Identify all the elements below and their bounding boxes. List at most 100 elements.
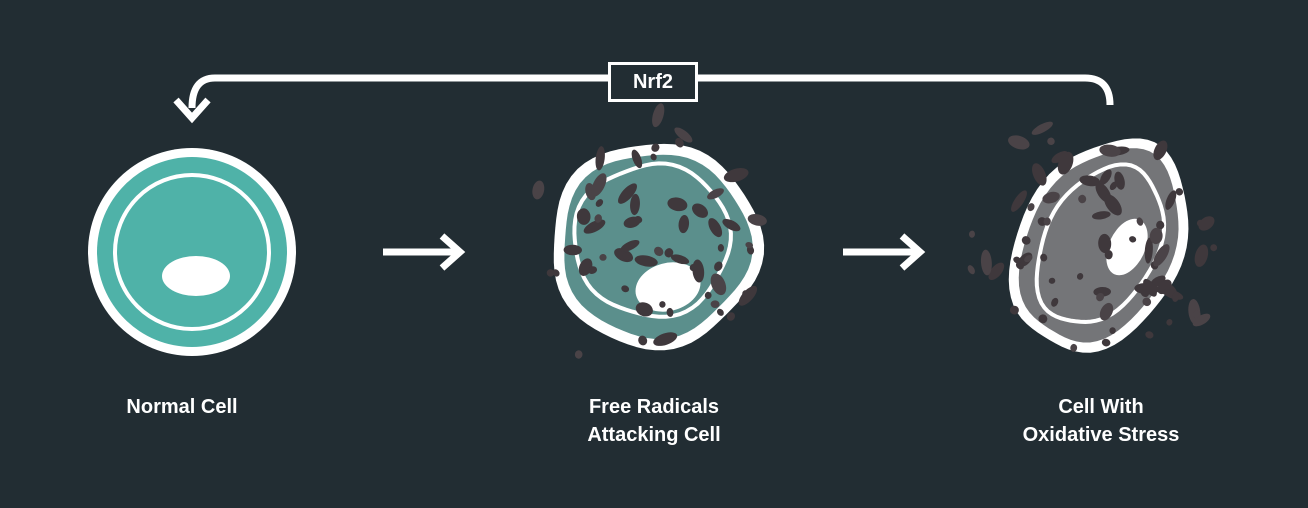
free-radical: [1070, 343, 1078, 352]
free-radical: [710, 300, 720, 309]
free-radical: [1076, 273, 1084, 280]
free-radical: [1166, 319, 1173, 326]
free-radical: [1134, 283, 1160, 295]
free-radical: [1011, 190, 1027, 212]
free-radical: [620, 239, 640, 252]
label-line: Oxidative Stress: [1022, 424, 1180, 446]
free-radical: [1051, 297, 1059, 307]
free-radical: [594, 214, 602, 223]
free-radical: [968, 230, 976, 238]
free-radical: [723, 168, 749, 183]
free-radical: [563, 244, 582, 256]
free-radical: [678, 215, 690, 234]
free-radical: [1149, 227, 1163, 245]
free-radical: [595, 146, 605, 171]
free-radical: [1129, 236, 1137, 243]
free-radical: [1091, 211, 1111, 220]
free-radical: [1165, 190, 1177, 210]
free-radical: [635, 302, 653, 317]
nrf2-label: Nrf2: [608, 62, 698, 102]
free-radical: [666, 307, 674, 317]
free-radical: [1153, 140, 1168, 161]
nucleus: [1106, 218, 1148, 276]
free-radical: [1038, 314, 1048, 324]
free-radical: [716, 308, 724, 316]
free-radical: [1031, 121, 1053, 135]
free-radical: [591, 173, 607, 197]
free-radical: [722, 218, 741, 232]
free-radical: [630, 193, 640, 216]
label-line: Attacking Cell: [587, 424, 721, 446]
free-radical: [967, 265, 975, 275]
free-radical: [1194, 244, 1209, 267]
free-radical: [1099, 302, 1114, 321]
nucleus: [635, 262, 701, 312]
free-radical: [667, 197, 688, 212]
free-radical: [1057, 151, 1074, 175]
free-radical: [726, 312, 736, 321]
free-radical: [1104, 194, 1122, 216]
free-radical: [1009, 305, 1019, 315]
free-radical: [670, 254, 690, 265]
free-radical: [623, 216, 641, 228]
free-radical: [1042, 191, 1060, 204]
free-radical: [1109, 327, 1116, 334]
free-radical: [634, 255, 658, 267]
free-radical: [651, 143, 660, 152]
free-radical: [1047, 137, 1055, 146]
free-radical: [1192, 313, 1211, 327]
free-radical: [653, 332, 678, 346]
free-radical: [708, 218, 723, 238]
free-radical: [552, 269, 560, 277]
free-radical: [1099, 144, 1121, 157]
free-radical: [675, 137, 684, 148]
free-radical: [1175, 188, 1184, 196]
free-radical: [1145, 331, 1154, 339]
free-radical: [1040, 253, 1048, 262]
free-radical: [747, 213, 767, 226]
feedback-arrowhead-icon: [173, 97, 211, 124]
free-radical: [1099, 169, 1112, 185]
free-radical: [704, 291, 712, 299]
free-radical: [1021, 236, 1031, 245]
arrow-1: [383, 233, 466, 271]
free-radical: [692, 203, 708, 218]
free-radical: [599, 253, 607, 261]
nucleus: [162, 256, 230, 296]
free-radical: [1032, 163, 1047, 186]
label-line: Normal Cell: [126, 396, 238, 418]
label-line: Cell With: [1058, 396, 1144, 418]
stage-label-oxidative-stress: Cell With Oxidative Stress: [951, 393, 1251, 449]
free-radical: [710, 273, 727, 296]
free-radical: [1198, 216, 1215, 231]
free-radical: [595, 199, 604, 207]
free-radical: [654, 246, 664, 257]
free-radical: [738, 285, 758, 306]
free-radical: [1027, 203, 1035, 212]
free-radical: [1172, 292, 1180, 302]
free-radical: [1109, 181, 1118, 191]
free-radical: [1078, 194, 1087, 204]
free-radical: [1136, 217, 1144, 226]
free-radical: [631, 149, 643, 169]
free-radical: [1096, 292, 1105, 302]
free-radical: [692, 259, 705, 283]
free-radical: [650, 153, 657, 161]
free-radical: [1142, 297, 1152, 307]
free-radical: [659, 301, 666, 308]
normal-cell: [88, 148, 296, 356]
free-radical: [1024, 255, 1033, 263]
free-radical: [583, 219, 606, 234]
free-radical: [980, 249, 992, 276]
free-radical: [674, 127, 693, 143]
stage-label-normal-cell: Normal Cell: [32, 393, 332, 421]
free-radical: [1008, 135, 1030, 150]
free-radical: [618, 183, 637, 204]
free-radical: [664, 248, 674, 258]
free-radical: [622, 252, 631, 261]
free-radical: [1079, 175, 1101, 187]
free-radical: [988, 262, 1005, 281]
free-radical: [1156, 220, 1165, 230]
free-radical: [621, 285, 630, 293]
